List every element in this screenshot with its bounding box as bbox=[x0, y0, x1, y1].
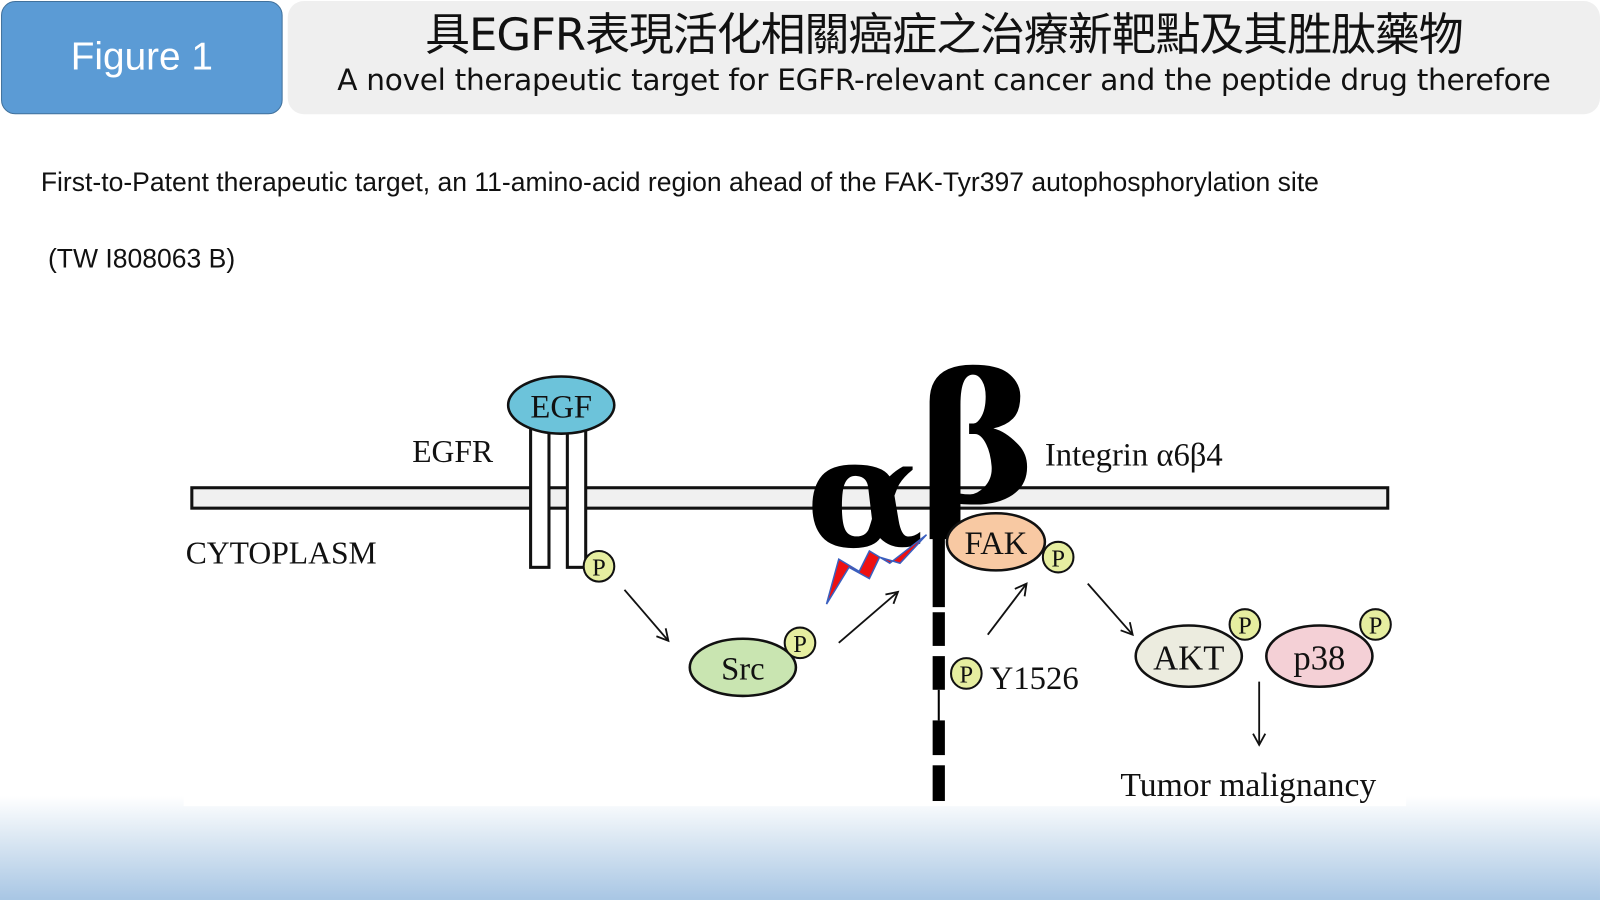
tumor-malignancy-label: Tumor malignancy bbox=[1120, 767, 1376, 804]
phospho-label: P bbox=[592, 555, 606, 582]
fak-node: FAK bbox=[945, 511, 1047, 572]
title-english: A novel therapeutic target for EGFR-rele… bbox=[337, 62, 1551, 97]
arrow-y1526-to-fak bbox=[987, 582, 1028, 636]
fak-label: FAK bbox=[964, 526, 1027, 562]
egf-label: EGF bbox=[530, 389, 592, 425]
arrow-fak-to-akt bbox=[1087, 583, 1134, 637]
integrin-beta-symbol: β bbox=[918, 335, 1037, 545]
title-chinese: 具EGFR表現活化相關癌症之治療新靶點及其胜肽藥物 bbox=[425, 9, 1464, 62]
phospho-label: P bbox=[960, 662, 974, 689]
integrin-beta-tail bbox=[932, 510, 945, 802]
phospho-fak: P bbox=[1041, 540, 1075, 574]
bottom-gradient-band bbox=[0, 795, 1600, 900]
cell-membrane bbox=[190, 486, 1390, 510]
p38-node: p38 bbox=[1265, 624, 1374, 689]
akt-node: AKT bbox=[1134, 624, 1244, 689]
title-box: 具EGFR表現活化相關癌症之治療新靶點及其胜肽藥物 A novel therap… bbox=[287, 1, 1600, 115]
integrin-label: Integrin α6β4 bbox=[1045, 437, 1223, 473]
arrow-src-to-integrin bbox=[838, 590, 900, 644]
p38-label: p38 bbox=[1293, 638, 1345, 677]
egfr-receptor-left bbox=[529, 427, 551, 569]
egfr-receptor-right bbox=[565, 427, 588, 569]
phospho-label: P bbox=[1051, 545, 1065, 572]
cytoplasm-label: CYTOPLASM bbox=[186, 535, 377, 570]
phospho-src: P bbox=[783, 626, 817, 660]
y1526-label: Y1526 bbox=[990, 661, 1079, 697]
phospho-label: P bbox=[793, 631, 807, 658]
phospho-egfr: P bbox=[582, 549, 616, 583]
diagram-background bbox=[183, 397, 1407, 807]
description: First-to-Patent therapeutic target, an 1… bbox=[40, 166, 1319, 197]
src-label: Src bbox=[721, 652, 765, 688]
phospho-p38: P bbox=[1359, 608, 1392, 641]
egf-ligand: EGF bbox=[506, 375, 616, 435]
phospho-akt: P bbox=[1228, 608, 1262, 641]
src-node: Src bbox=[688, 637, 798, 698]
patent-number: (TW I808063 B) bbox=[47, 242, 236, 274]
akt-label: AKT bbox=[1153, 638, 1224, 677]
phospho-label: P bbox=[1369, 613, 1383, 640]
phospho-label: P bbox=[1238, 613, 1252, 640]
phospho-y1526: P bbox=[949, 657, 983, 690]
figure-badge: Figure 1 bbox=[1, 1, 283, 115]
egfr-label: EGFR bbox=[412, 434, 494, 469]
lightning-bolt-icon bbox=[825, 534, 928, 605]
arrow-egfr-to-src bbox=[623, 589, 670, 643]
